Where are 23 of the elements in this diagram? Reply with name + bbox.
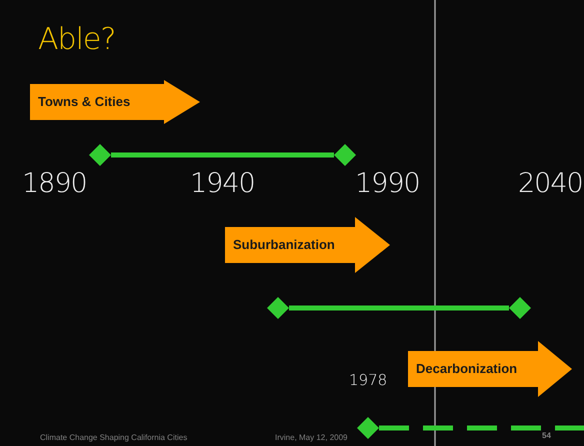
slide-title: Able? xyxy=(38,22,116,57)
arrow-shape xyxy=(225,217,390,273)
timeline-bar xyxy=(111,152,334,158)
timeline-bar xyxy=(289,306,509,310)
diamond-marker xyxy=(334,144,356,166)
diamond-marker xyxy=(357,417,379,439)
arrow-label: Towns & Cities xyxy=(38,94,130,109)
year-label: 1990 xyxy=(355,168,420,199)
arrow-shape xyxy=(30,80,200,124)
arrow-shape xyxy=(408,341,572,397)
arrow-label: Decarbonization xyxy=(416,361,518,376)
year-label: 1978 xyxy=(349,371,388,389)
arrow-label: Suburbanization xyxy=(233,237,335,252)
page-number: 54 xyxy=(542,431,551,440)
timeline-bar xyxy=(379,426,584,430)
diamond-marker xyxy=(509,297,531,319)
diamond-marker xyxy=(89,144,111,166)
year-label: 1940 xyxy=(190,168,255,199)
year-label: 2040 xyxy=(518,168,583,199)
footer-text: Climate Change Shaping California Cities xyxy=(40,433,188,442)
footer-text: Irvine, May 12, 2009 xyxy=(275,433,348,442)
year-label: 1890 xyxy=(22,168,87,199)
diamond-marker xyxy=(267,297,289,319)
